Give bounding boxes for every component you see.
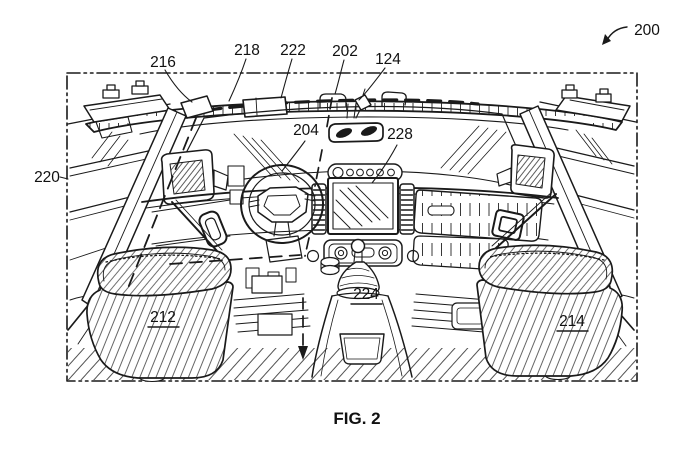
- ref-label-212: 212: [150, 309, 176, 326]
- ref-label-204: 204: [293, 122, 319, 139]
- section-line-202: [298, 97, 333, 360]
- side-mirror-left: [160, 149, 229, 205]
- overhead-module-218: [242, 96, 288, 118]
- leader-124: [358, 67, 386, 101]
- steering-wheel-204: [240, 163, 324, 245]
- gear-shifter: [320, 238, 380, 300]
- leader-220: [59, 176, 69, 180]
- reference-numerals: 200 216 218 222 202 124 204 228 220 212 …: [34, 22, 660, 428]
- hvac-vent-right: [399, 183, 415, 235]
- ref-label-214: 214: [559, 313, 585, 330]
- leader-228: [371, 144, 398, 184]
- leader-204: [281, 140, 306, 172]
- roof-rail-module-216: [180, 95, 214, 119]
- leader-222: [280, 58, 293, 99]
- ref-label-224: 224: [353, 286, 379, 303]
- ref-label-218: 218: [234, 42, 260, 59]
- rearview-mirror: [328, 102, 384, 143]
- seat-rails-left: [233, 275, 311, 336]
- leader-lines: [59, 58, 398, 184]
- ref-label-202: 202: [332, 43, 358, 60]
- leader-218: [228, 58, 247, 102]
- center-display-228: [327, 177, 399, 235]
- ref-label-216: 216: [150, 54, 176, 71]
- side-mirror-right: [496, 144, 555, 199]
- figure-caption: FIG. 2: [333, 409, 380, 428]
- seat-rails-right: [411, 293, 489, 333]
- passenger-seat-214: [476, 191, 624, 381]
- ref-label-200: 200: [634, 22, 660, 39]
- assembly-arrow-200: [602, 26, 628, 45]
- section-arrowhead: [298, 346, 308, 360]
- leader-202: [334, 59, 345, 95]
- hidden-header-component-222: [206, 98, 480, 112]
- projection-dashed-lines-216: [127, 117, 301, 289]
- numeral-underlines: [147, 303, 589, 332]
- driver-seat-212: [86, 199, 234, 383]
- windshield-sensor-124: [354, 88, 372, 119]
- ref-label-124: 124: [375, 51, 401, 68]
- ref-label-228: 228: [387, 126, 413, 143]
- figure-boundary-border: [66, 72, 638, 382]
- ref-label-220: 220: [34, 169, 60, 186]
- door-grab-handle-left: [198, 210, 228, 248]
- roof-latch-right: [555, 84, 631, 122]
- leader-216: [164, 69, 193, 103]
- door-grab-handle-right: [491, 209, 525, 241]
- ref-label-222: 222: [280, 42, 306, 59]
- center-console-224: [311, 292, 413, 378]
